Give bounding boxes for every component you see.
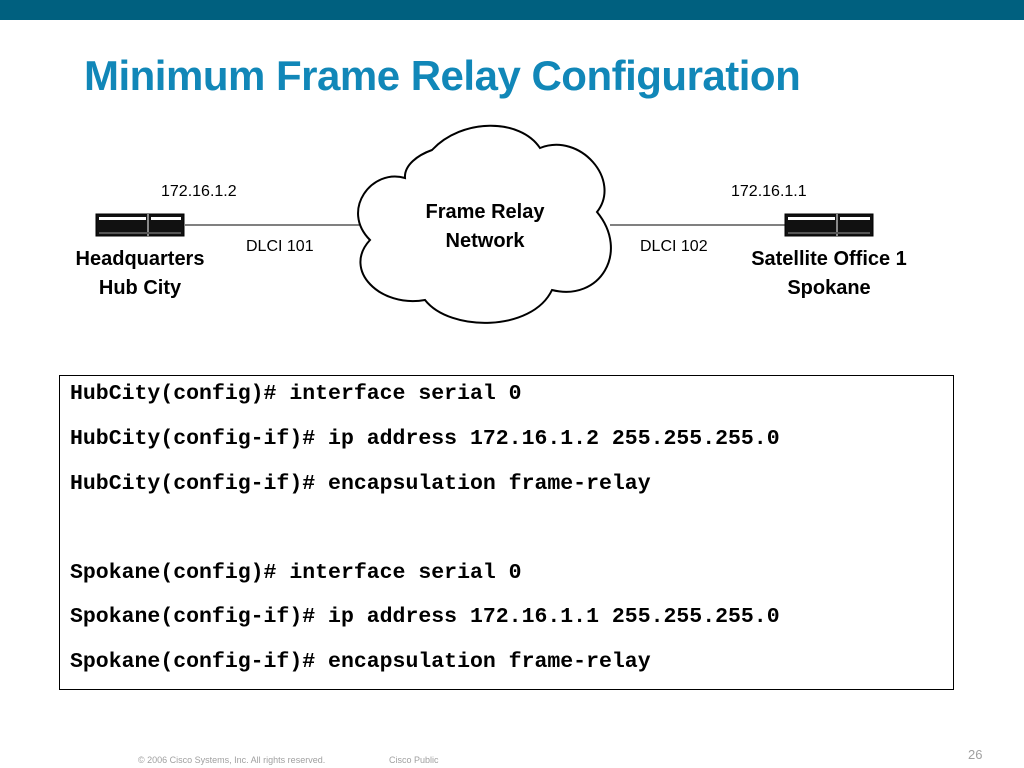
cloud-label: Frame Relay Network (400, 198, 570, 256)
right-site-name-line1: Satellite Office 1 (751, 248, 907, 270)
right-router-icon (784, 213, 874, 237)
left-site-name-line2: Hub City (98, 277, 182, 299)
footer-copyright: © 2006 Cisco Systems, Inc. All rights re… (138, 755, 326, 765)
config-line: HubCity(config-if)# ip address 172.16.1.… (70, 427, 780, 451)
config-line: HubCity(config-if)# encapsulation frame-… (70, 472, 651, 496)
footer-classification: Cisco Public (389, 755, 439, 765)
frame-relay-cloud-icon (357, 124, 612, 324)
config-line: HubCity(config)# interface serial 0 (70, 382, 522, 406)
config-line: Spokane(config-if)# ip address 172.16.1.… (70, 605, 780, 629)
right-site-name-line2: Spokane (787, 277, 871, 299)
slide-title: Minimum Frame Relay Configuration (84, 52, 801, 99)
left-router-icon (95, 213, 185, 237)
left-site-label: Headquarters Hub City (40, 245, 240, 303)
cloud-label-line2: Network (445, 230, 525, 252)
page-number: 26 (968, 747, 983, 762)
right-dlci-label: DLCI 102 (640, 238, 708, 255)
cloud-label-line1: Frame Relay (425, 201, 545, 223)
left-site-name-line1: Headquarters (75, 248, 205, 270)
right-router-ip: 172.16.1.1 (731, 183, 807, 200)
left-router-ip: 172.16.1.2 (161, 183, 237, 200)
network-diagram (95, 124, 874, 324)
right-site-label: Satellite Office 1 Spokane (719, 245, 939, 303)
top-banner (0, 0, 1024, 20)
config-commands-box: HubCity(config)# interface serial 0 HubC… (59, 375, 954, 690)
config-line: Spokane(config)# interface serial 0 (70, 561, 522, 585)
config-line: Spokane(config-if)# encapsulation frame-… (70, 650, 651, 674)
left-dlci-label: DLCI 101 (246, 238, 314, 255)
